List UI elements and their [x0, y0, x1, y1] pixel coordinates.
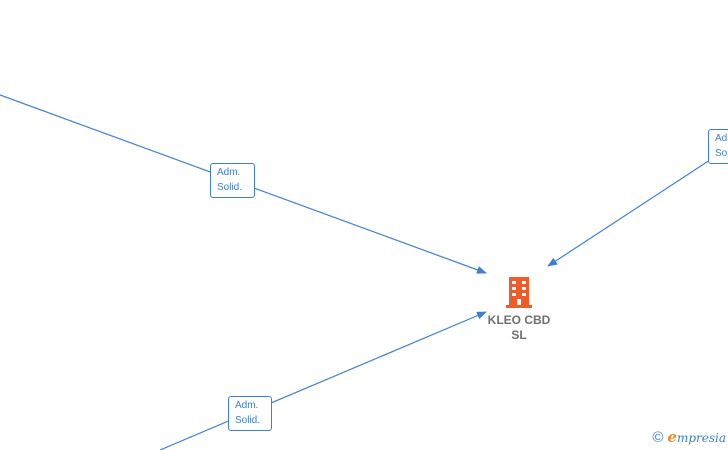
relation-label-upper-left[interactable]: Adm. Solid. — [210, 163, 255, 198]
relation-label-upper-right[interactable]: Adm. Solid. — [708, 129, 728, 164]
company-node[interactable]: KLEO CBD SL — [476, 274, 562, 343]
building-icon — [506, 277, 532, 308]
relation-role-line2: Solid. — [715, 148, 728, 159]
relation-role-line1: Adm. — [715, 133, 728, 144]
copyright-icon: © — [652, 428, 664, 446]
edge-lower-left — [159, 311, 487, 450]
relation-label-lower-left[interactable]: Adm. Solid. — [228, 396, 272, 431]
company-name[interactable]: KLEO CBD SL — [487, 313, 551, 342]
relation-role-line1: Adm. — [235, 400, 259, 411]
watermark: © empresia — [652, 428, 726, 446]
relation-role-line1: Adm. — [217, 167, 241, 178]
relation-role-line2: Solid. — [235, 415, 261, 426]
empresia-logo: empresia — [667, 428, 726, 446]
relation-role-line2: Solid. — [217, 182, 243, 193]
edge-upper-right — [547, 159, 711, 267]
